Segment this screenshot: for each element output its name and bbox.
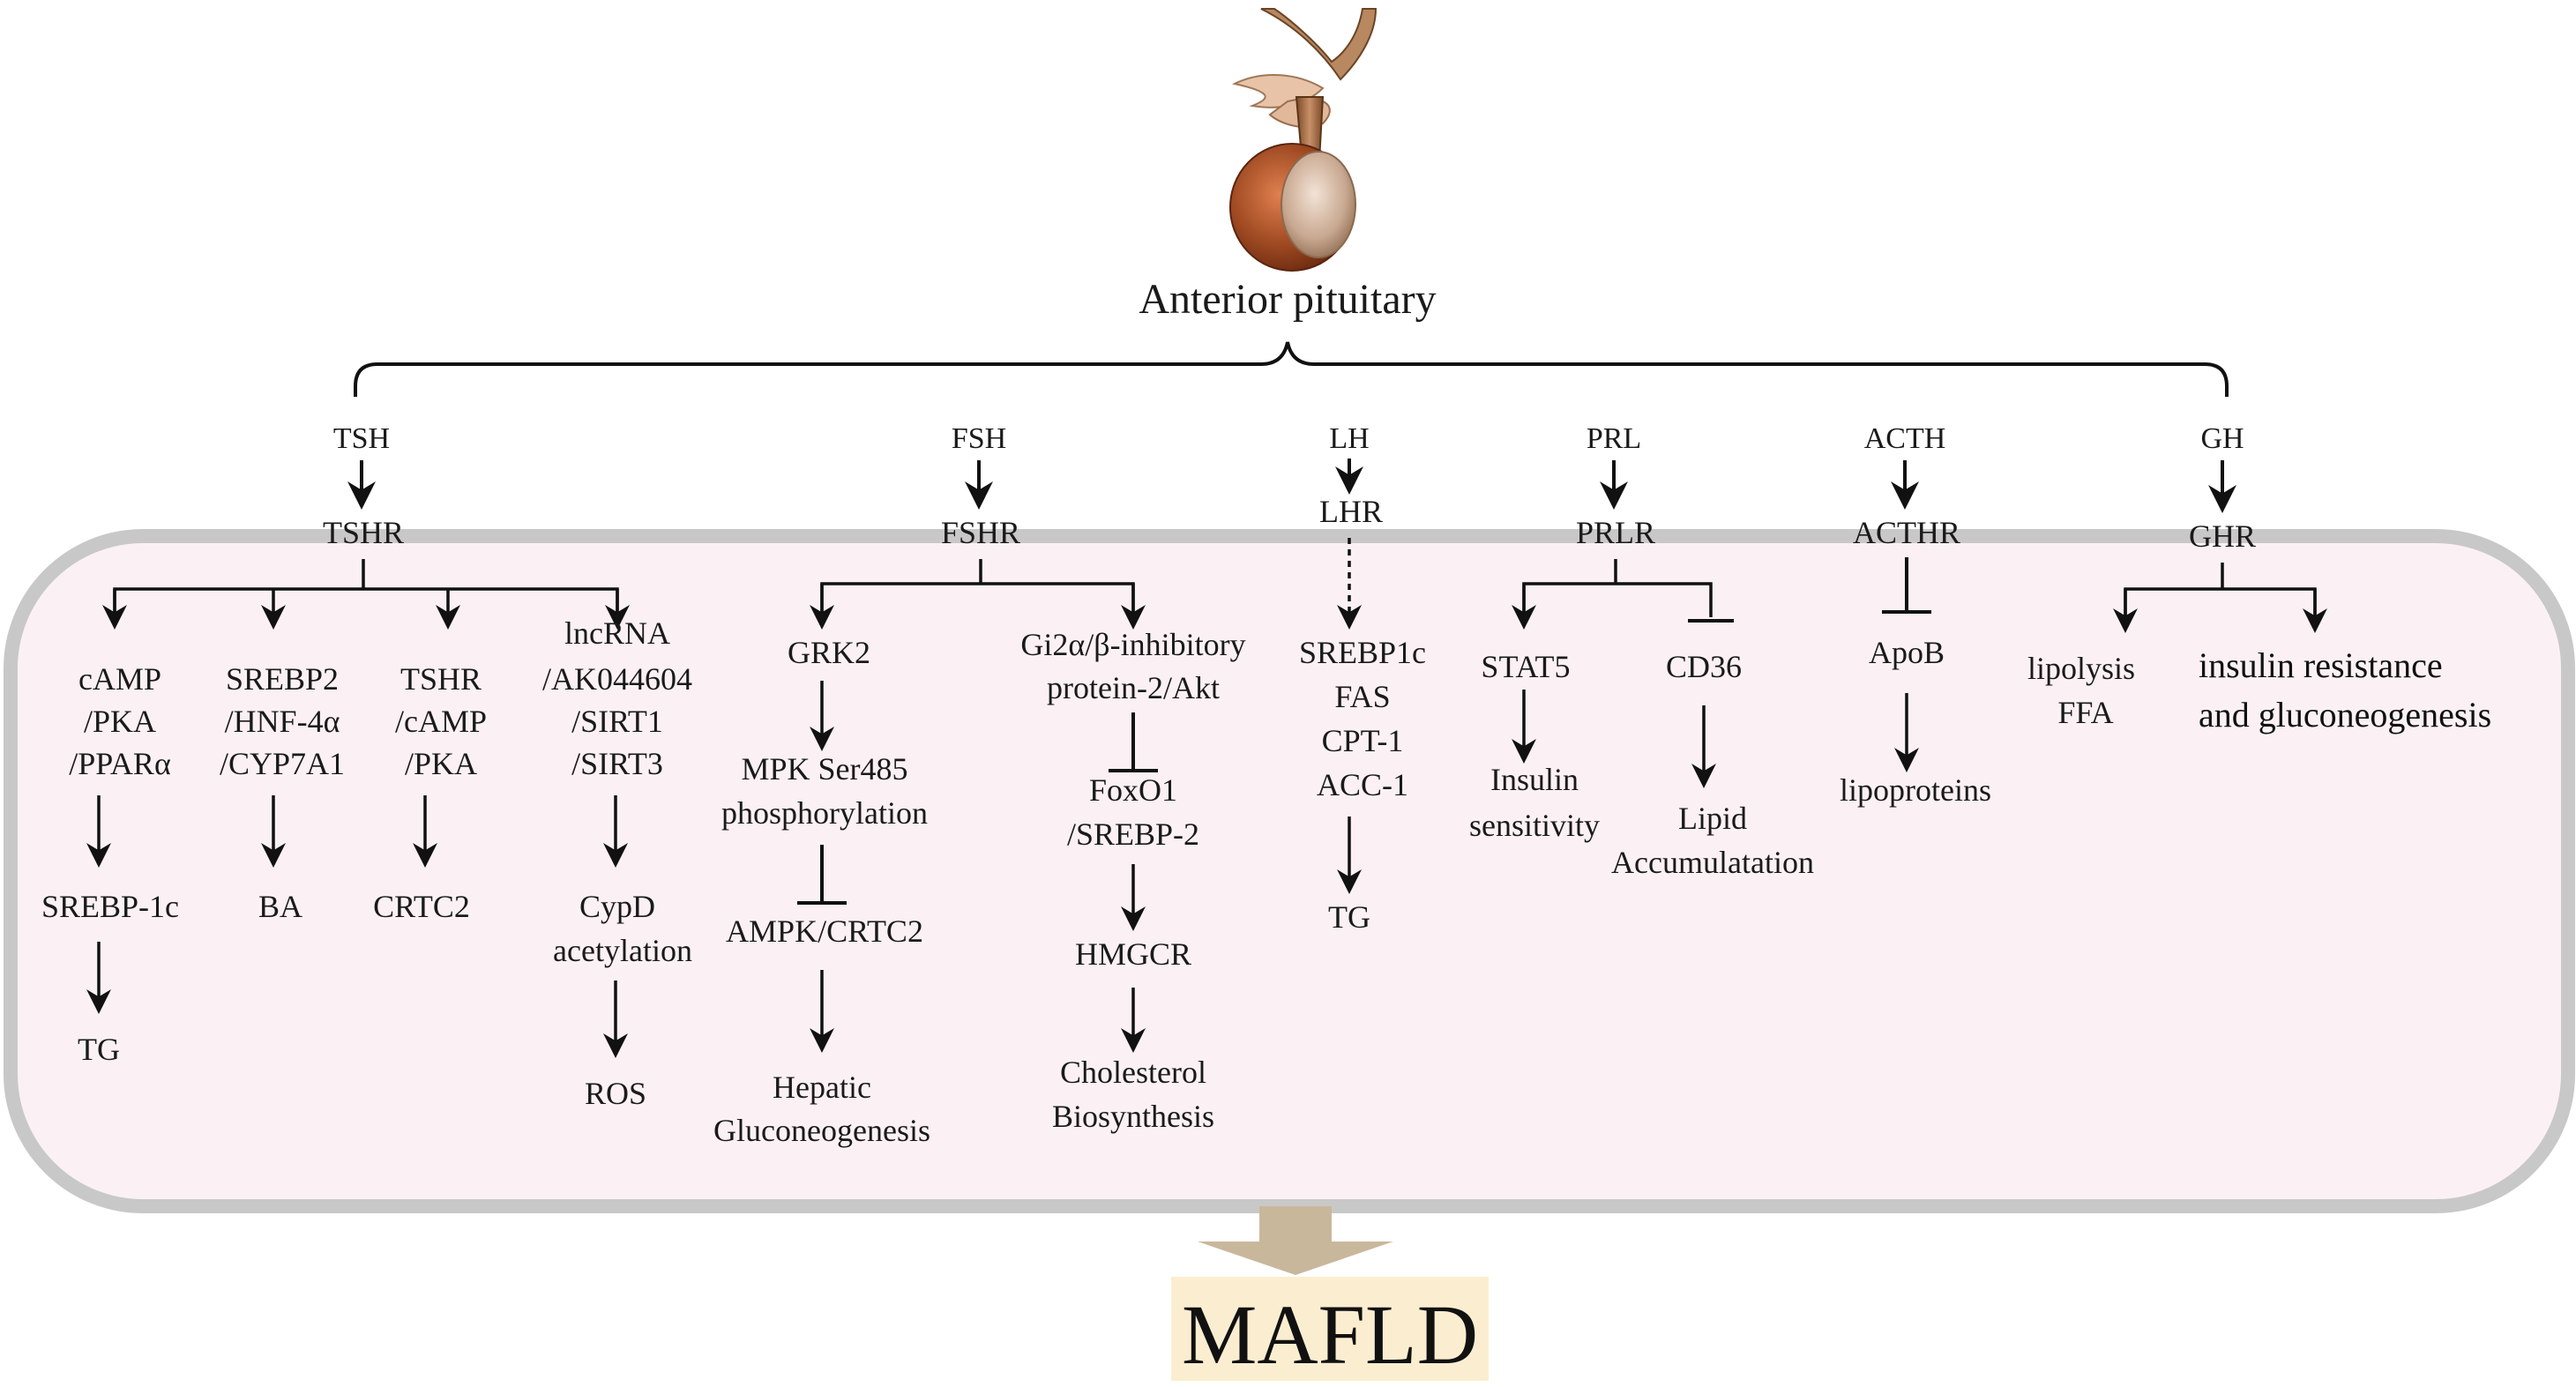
tsh-b3-line3: /PKA <box>405 746 477 781</box>
tsh-pathways: cAMP /PKA /PPARα SREBP-1c TG SREBP2 /HNF… <box>41 559 692 1111</box>
fsh-b1-hepatic: Hepatic <box>773 1070 871 1105</box>
tsh-b1-line2: /PKA <box>84 704 156 739</box>
tsh-b1-line1: cAMP <box>78 661 161 697</box>
tsh-b4-line1: lncRNA <box>564 615 670 651</box>
tsh-b4-line3: /SIRT1 <box>571 704 663 739</box>
receptor-acthr: ACTHR <box>1853 515 1960 550</box>
gh-ffa: FFA <box>2057 695 2113 730</box>
fsh-b1-mpk: MPK Ser485 <box>741 751 907 787</box>
hormone-lh: LH <box>1329 422 1369 455</box>
tsh-b1-srebp1c: SREBP-1c <box>41 889 179 924</box>
lh-srebp1c: SREBP1c <box>1299 635 1426 670</box>
lh-pathway: SREBP1c FAS CPT-1 ACC-1 TG <box>1299 538 1426 935</box>
lh-fas: FAS <box>1334 679 1390 714</box>
lh-acc1: ACC-1 <box>1317 767 1408 802</box>
pituitary-gland-illustration <box>1229 8 1378 272</box>
fsh-b1-grk2: GRK2 <box>788 635 870 670</box>
tsh-b4-cypd: CypD <box>579 889 655 924</box>
prl-cd36: CD36 <box>1666 649 1742 684</box>
prl-pathways: STAT5 Insulin sensitivity CD36 Lipid Acc… <box>1469 559 1814 880</box>
gh-insulin-resistance: insulin resistance <box>2199 645 2443 685</box>
tsh-b3-line2: /cAMP <box>395 704 487 739</box>
tsh-b3-line1: TSHR <box>400 661 482 697</box>
lh-tg: TG <box>1328 899 1370 935</box>
hormone-acth: ACTH <box>1864 422 1946 455</box>
gh-gluconeogenesis: and gluconeogenesis <box>2199 695 2491 735</box>
tsh-b4-ros: ROS <box>585 1076 646 1111</box>
prl-stat5: STAT5 <box>1481 649 1570 684</box>
target-tissue-panel <box>4 529 2575 1213</box>
receptor-prlr: PRLR <box>1576 515 1655 550</box>
acth-apob: ApoB <box>1869 635 1945 670</box>
fsh-b2-biosynthesis: Biosynthesis <box>1052 1099 1214 1134</box>
receptor-ghr: GHR <box>2189 518 2256 554</box>
acth-lipoproteins: lipoproteins <box>1840 772 1991 808</box>
outcome-arrow <box>1198 1206 1393 1275</box>
lh-cpt1: CPT-1 <box>1322 723 1404 758</box>
tsh-b4-line2: /AK044604 <box>542 661 692 697</box>
receptor-lhr: LHR <box>1319 494 1383 529</box>
tsh-b4-acetylation: acetylation <box>553 933 692 968</box>
receptor-fshr: FSHR <box>941 515 1020 550</box>
prl-accumulatation: Accumulatation <box>1611 845 1814 880</box>
tsh-b2-line3: /CYP7A1 <box>220 746 345 781</box>
fsh-b2-cholesterol: Cholesterol <box>1060 1055 1206 1090</box>
tsh-b2-ba: BA <box>258 889 302 924</box>
tsh-b4-line4: /SIRT3 <box>571 746 663 781</box>
fsh-b2-protein2: protein-2/Akt <box>1047 670 1220 705</box>
acth-pathway: ApoB lipoproteins <box>1840 557 1991 808</box>
fsh-b1-gluconeogenesis: Gluconeogenesis <box>713 1113 930 1148</box>
fsh-b1-ampk: AMPK/CRTC2 <box>726 913 923 949</box>
hormone-fsh: FSH <box>952 422 1006 455</box>
prl-sensitivity: sensitivity <box>1469 808 1600 843</box>
fsh-b2-gi2a: Gi2α/β-inhibitory <box>1020 627 1245 662</box>
receptor-tshr: TSHR <box>323 515 404 550</box>
fsh-b1-phosph: phosphorylation <box>721 795 928 831</box>
hormone-brace <box>354 341 2229 397</box>
tsh-b2-line2: /HNF-4α <box>225 704 340 739</box>
hormone-tsh: TSH <box>333 422 390 455</box>
fsh-b2-srebp2: /SREBP-2 <box>1067 817 1199 852</box>
hormone-prl: PRL <box>1587 422 1641 455</box>
tsh-b1-line3: /PPARα <box>69 746 171 781</box>
prl-insulin: Insulin <box>1490 762 1579 797</box>
prl-lipid: Lipid <box>1678 801 1747 836</box>
fsh-b2-hmgcr: HMGCR <box>1075 936 1191 972</box>
outcome-box <box>1171 1277 1489 1381</box>
fsh-pathways: GRK2 MPK Ser485 phosphorylation AMPK/CRT… <box>713 559 1246 1148</box>
tsh-b3-crtc2: CRTC2 <box>373 889 470 924</box>
outcome-mafld: MAFLD <box>1182 1287 1478 1382</box>
gh-pathways: lipolysis FFA insulin resistance and glu… <box>2027 563 2491 735</box>
tsh-b1-tg: TG <box>78 1032 120 1067</box>
gh-lipolysis: lipolysis <box>2027 651 2135 686</box>
diagram-title: Anterior pituitary <box>1139 276 1436 323</box>
hormone-gh: GH <box>2200 422 2244 455</box>
fsh-b2-foxo1: FoxO1 <box>1089 772 1177 808</box>
tsh-b2-line1: SREBP2 <box>226 661 339 697</box>
